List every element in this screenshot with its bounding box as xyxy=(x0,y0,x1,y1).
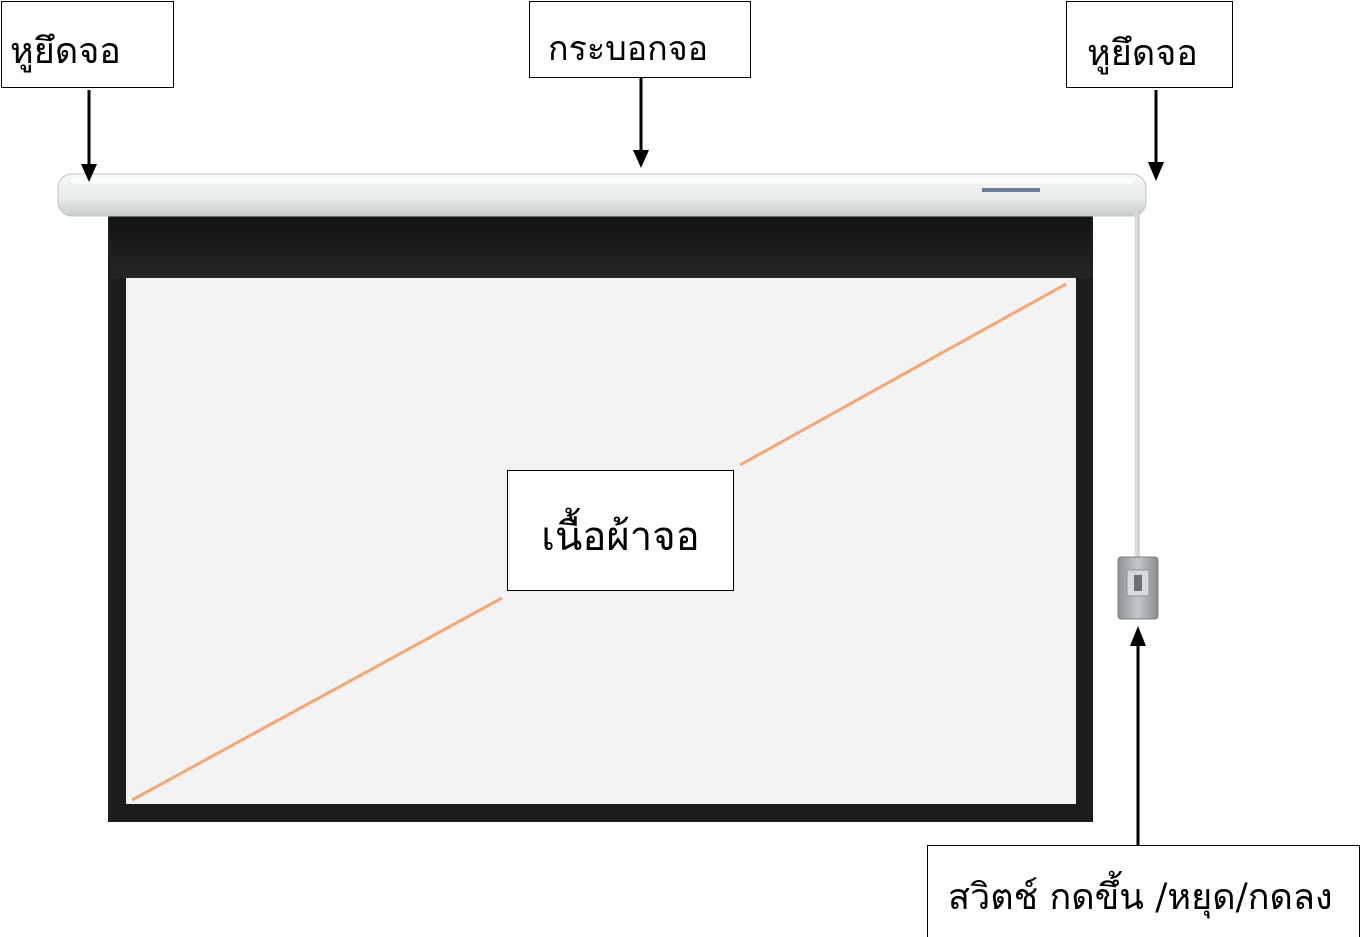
screen-case xyxy=(57,173,1147,217)
arrow-switch-head xyxy=(1130,626,1146,646)
label-switch-text: สวิตช์ กดขึ้น /หยุด/กดลง xyxy=(948,877,1333,918)
switch-button xyxy=(1134,575,1142,591)
label-bracket-left: หูยึดจอ xyxy=(1,1,174,88)
brand-mark xyxy=(982,188,1040,192)
screen-top-band xyxy=(110,214,1091,278)
arrow-case-head xyxy=(633,150,649,168)
screen-case-highlight xyxy=(70,178,1134,184)
diagonal-line-upper xyxy=(739,282,1067,467)
label-fabric: เนื้อผ้าจอ xyxy=(507,470,734,591)
label-bracket-right-text: หูยึดจอ xyxy=(1087,33,1198,74)
label-case: กระบอกจอ xyxy=(529,1,751,78)
label-bracket-left-text: หูยึดจอ xyxy=(10,31,121,72)
label-case-text: กระบอกจอ xyxy=(548,28,709,69)
diagonal-line-lower xyxy=(131,596,503,802)
label-bracket-right: หูยึดจอ xyxy=(1066,1,1233,88)
arrow-bracket-left-head xyxy=(81,164,97,182)
label-fabric-text: เนื้อผ้าจอ xyxy=(541,513,700,560)
label-switch: สวิตช์ กดขึ้น /หยุด/กดลง xyxy=(927,845,1360,937)
arrow-bracket-right-head xyxy=(1148,162,1164,181)
